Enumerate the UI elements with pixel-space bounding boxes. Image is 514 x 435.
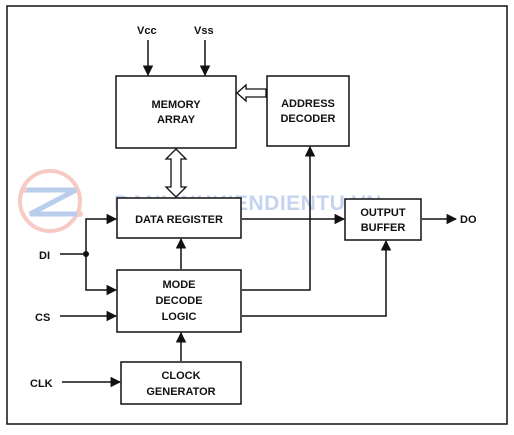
clock-generator-label-line1: CLOCK <box>161 370 200 382</box>
pin-di-label: DI <box>39 250 50 262</box>
mode-decode-label-line2: DECODE <box>155 295 202 307</box>
address-decoder-label-line1: ADDRESS <box>281 98 335 110</box>
memory-array-label-line1: MEMORY <box>151 99 201 111</box>
pin-vcc-label: Vcc <box>137 25 157 37</box>
data-register-label: DATA REGISTER <box>135 214 223 226</box>
pin-clk-label: CLK <box>30 378 53 390</box>
mode-to-output-buffer-wire <box>242 239 392 317</box>
memory-array-block <box>115 75 237 149</box>
address-decoder-label-line2: DECODER <box>280 113 335 125</box>
output-buffer-label-line1: OUTPUT <box>360 207 406 219</box>
data-register-block <box>116 197 242 239</box>
clock-generator-label-line2: GENERATOR <box>146 386 215 398</box>
di-to-data-register-wire <box>85 213 118 254</box>
memory-array-label-line2: ARRAY <box>157 114 196 126</box>
diagram-frame <box>6 5 508 425</box>
mode-decode-logic-block <box>116 269 242 333</box>
pin-cs-label: CS <box>35 312 50 324</box>
array-register-bus-arrow <box>164 148 188 198</box>
di-to-mode-decode-wire <box>85 254 118 296</box>
clock-generator-block <box>120 361 242 405</box>
address-decoder-block <box>266 75 350 147</box>
mode-to-address-decoder-wire <box>242 145 316 291</box>
pin-vss-label: Vss <box>194 25 214 37</box>
pin-do-label: DO <box>460 214 477 226</box>
decoder-to-array-bus-arrow <box>236 83 267 103</box>
mode-decode-label-line1: MODE <box>163 279 196 291</box>
mode-decode-label-line3: LOGIC <box>162 311 197 323</box>
circuit-z-logo-icon <box>18 169 83 233</box>
output-buffer-label-line2: BUFFER <box>361 222 406 234</box>
